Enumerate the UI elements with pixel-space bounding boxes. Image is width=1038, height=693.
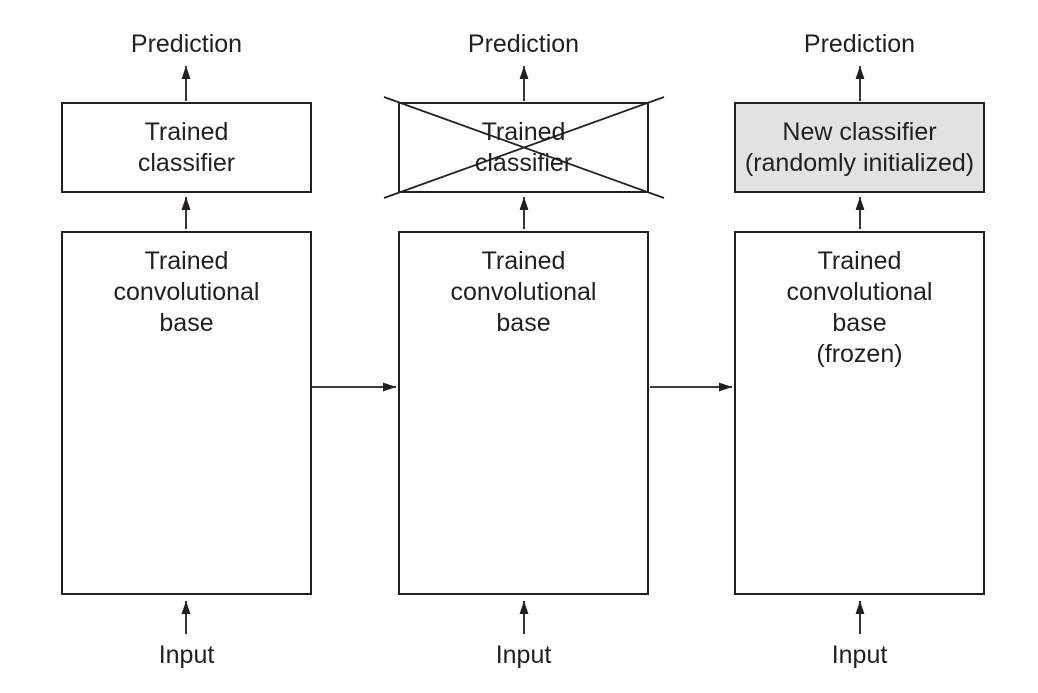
classifier-line: (randomly initialized) — [744, 148, 975, 177]
base-line: (frozen) — [816, 340, 903, 368]
new-classifier-box: New classifier (randomly initialized) — [734, 102, 985, 193]
base-line: Trained — [481, 247, 566, 275]
prediction-label: Prediction — [130, 30, 243, 58]
base-line: base — [832, 309, 887, 337]
base-line: Trained — [817, 247, 902, 275]
conv-base-label: Trained convolutional base (frozen) — [787, 233, 933, 370]
classifier-line: New classifier — [782, 117, 937, 146]
base-line: convolutional — [450, 278, 597, 306]
input-label: Input — [831, 641, 888, 669]
prediction-label: Prediction — [467, 30, 580, 58]
conv-base-label: Trained convolutional base — [451, 233, 597, 339]
prediction-label: Prediction — [803, 30, 916, 58]
trained-classifier-box: Trained classifier — [61, 102, 312, 193]
classifier-line: classifier — [474, 148, 573, 177]
trained-conv-base-box: Trained convolutional base — [61, 231, 312, 595]
new-classifier-label: New classifier (randomly initialized) — [745, 117, 974, 179]
conv-base-label: Trained convolutional base — [114, 233, 260, 339]
classifier-line: Trained — [481, 117, 566, 146]
classifier-line: classifier — [137, 148, 236, 177]
input-label: Input — [158, 641, 215, 669]
base-line: base — [496, 309, 551, 337]
trained-conv-base-box: Trained convolutional base — [398, 231, 649, 595]
input-label: Input — [495, 641, 552, 669]
base-line: convolutional — [786, 278, 933, 306]
base-line: Trained — [144, 247, 229, 275]
trained-classifier-label: Trained classifier — [138, 117, 235, 179]
trained-classifier-label: Trained classifier — [475, 117, 572, 179]
classifier-line: Trained — [144, 117, 229, 146]
base-line: base — [159, 309, 214, 337]
discarded-classifier-box: Trained classifier — [398, 102, 649, 193]
frozen-conv-base-box: Trained convolutional base (frozen) — [734, 231, 985, 595]
base-line: convolutional — [113, 278, 260, 306]
